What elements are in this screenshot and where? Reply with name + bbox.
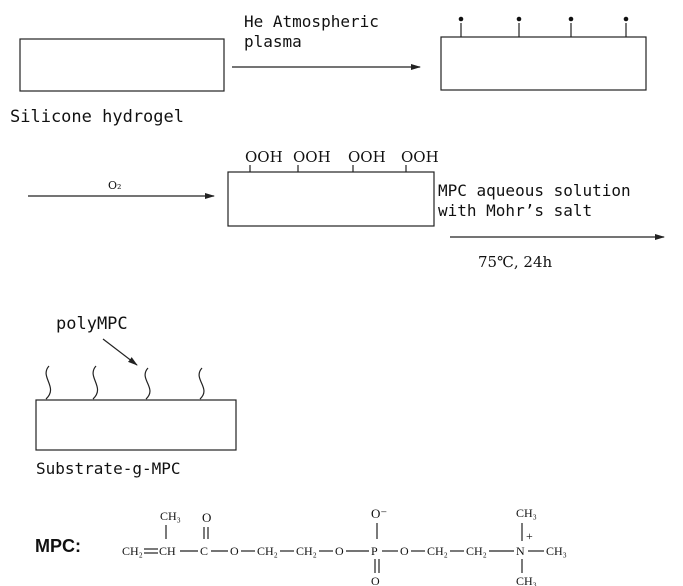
chain-nitrogen: N xyxy=(516,544,525,558)
chain-phosphorus: P xyxy=(371,544,378,558)
n-methyl-top: CH₃ xyxy=(516,506,537,520)
chain-oxygen: O xyxy=(335,544,344,558)
radical-sites xyxy=(458,16,629,37)
plasma-process-label-2: plasma xyxy=(244,32,302,51)
chain-ch2: CH₂ xyxy=(257,544,278,558)
phosphate-oxygen-anion: O⁻ xyxy=(371,506,387,521)
mpc-condition-label-2: with Mohr’s salt xyxy=(438,201,592,220)
radical-dot xyxy=(623,16,629,22)
polymer-chain xyxy=(144,367,151,400)
polymer-chain xyxy=(92,365,99,400)
chain-carbonyl-carbon: C xyxy=(200,544,208,558)
chain-ch: CH xyxy=(159,544,176,558)
oxygen-reagent-label: O₂ xyxy=(108,179,121,192)
chain-ester-oxygen: O xyxy=(230,544,239,558)
ooh-group: OOH xyxy=(245,148,283,166)
hydroperoxide-substrate-box xyxy=(227,171,435,227)
chain-oxygen: O xyxy=(400,544,409,558)
mpc-label: MPC: xyxy=(35,536,81,556)
substrate-g-mpc-label: Substrate-g-MPC xyxy=(36,459,181,478)
silicone-hydrogel-label: Silicone hydrogel xyxy=(10,107,184,127)
chain-ch2: CH₂ xyxy=(427,544,448,558)
chain-ch2: CH₂ xyxy=(296,544,317,558)
polympc-label: polyMPC xyxy=(56,314,128,334)
polympc-pointer-arrow xyxy=(102,338,138,366)
silicone-hydrogel-box xyxy=(19,38,225,92)
ooh-group: OOH xyxy=(401,148,439,166)
radical-dot xyxy=(516,16,522,22)
n-methyl-bottom: CH₃ xyxy=(516,574,537,586)
ooh-group: OOH xyxy=(348,148,386,166)
chain-ch2: CH₂ xyxy=(122,544,143,558)
temperature-time-label: 75℃, 24h xyxy=(478,253,552,271)
positive-charge: + xyxy=(526,529,533,543)
polymer-chain xyxy=(198,367,205,400)
radical-dot xyxy=(458,16,464,22)
activated-substrate-box xyxy=(440,36,647,91)
grafted-substrate-box xyxy=(35,399,237,451)
polymer-brushes xyxy=(45,365,205,400)
carbonyl-oxygen: O xyxy=(202,510,211,525)
mpc-condition-label-1: MPC aqueous solution xyxy=(438,181,631,200)
plasma-process-label-1: He Atmospheric xyxy=(244,12,379,31)
chain-n-methyl: CH₃ xyxy=(546,544,567,558)
polymer-chain xyxy=(45,365,52,400)
hydroperoxide-groups: OOH OOH OOH OOH xyxy=(245,148,439,172)
chain-ch2: CH₂ xyxy=(466,544,487,558)
methyl-group: CH₃ xyxy=(160,509,181,523)
mpc-structure: MPC: CH₃ O O⁻ CH₃ + CH₂ CH C O CH₂ CH₂ O… xyxy=(35,506,567,586)
ooh-group: OOH xyxy=(293,148,331,166)
radical-dot xyxy=(568,16,574,22)
phosphoryl-oxygen: O xyxy=(371,574,380,586)
